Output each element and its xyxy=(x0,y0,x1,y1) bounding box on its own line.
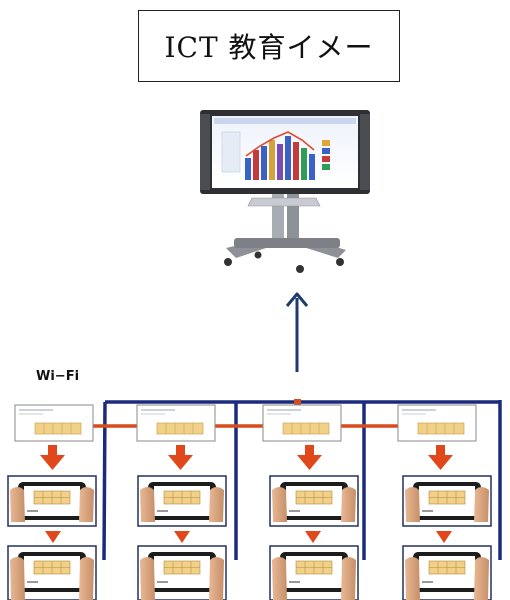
uplink-node xyxy=(294,399,301,405)
tablet-card xyxy=(7,545,97,600)
distribute-arrow xyxy=(297,445,322,470)
tablet-card xyxy=(269,545,359,600)
electronic-whiteboard xyxy=(200,110,370,273)
tablet-card xyxy=(137,475,227,527)
tablet-sync-arrow xyxy=(174,531,190,543)
worksheet-card xyxy=(397,404,477,442)
tablet-sync-arrow xyxy=(436,531,452,543)
tablet-card xyxy=(402,475,492,527)
tablet-card xyxy=(137,545,227,600)
tablet-card xyxy=(269,475,359,527)
network-bus xyxy=(102,400,502,561)
distribute-arrow xyxy=(428,445,453,470)
diagram-title: ICT 教育イメー xyxy=(164,31,374,64)
whiteboard-chart xyxy=(214,118,356,180)
upload-arrow xyxy=(285,292,309,372)
whiteboard-stand xyxy=(224,186,346,273)
distribute-arrow xyxy=(40,445,65,470)
distribute-arrow xyxy=(168,445,193,470)
tablet-sync-arrow xyxy=(305,531,321,543)
tablet-sync-arrow xyxy=(45,531,61,543)
worksheet-card xyxy=(262,404,342,442)
worksheet-card xyxy=(136,404,216,442)
wifi-label: Wi−Fi xyxy=(36,369,80,384)
tablet-card xyxy=(7,475,97,527)
worksheet-card xyxy=(14,404,94,442)
tablet-card xyxy=(402,545,492,600)
title-box: ICT 教育イメー xyxy=(138,10,400,82)
